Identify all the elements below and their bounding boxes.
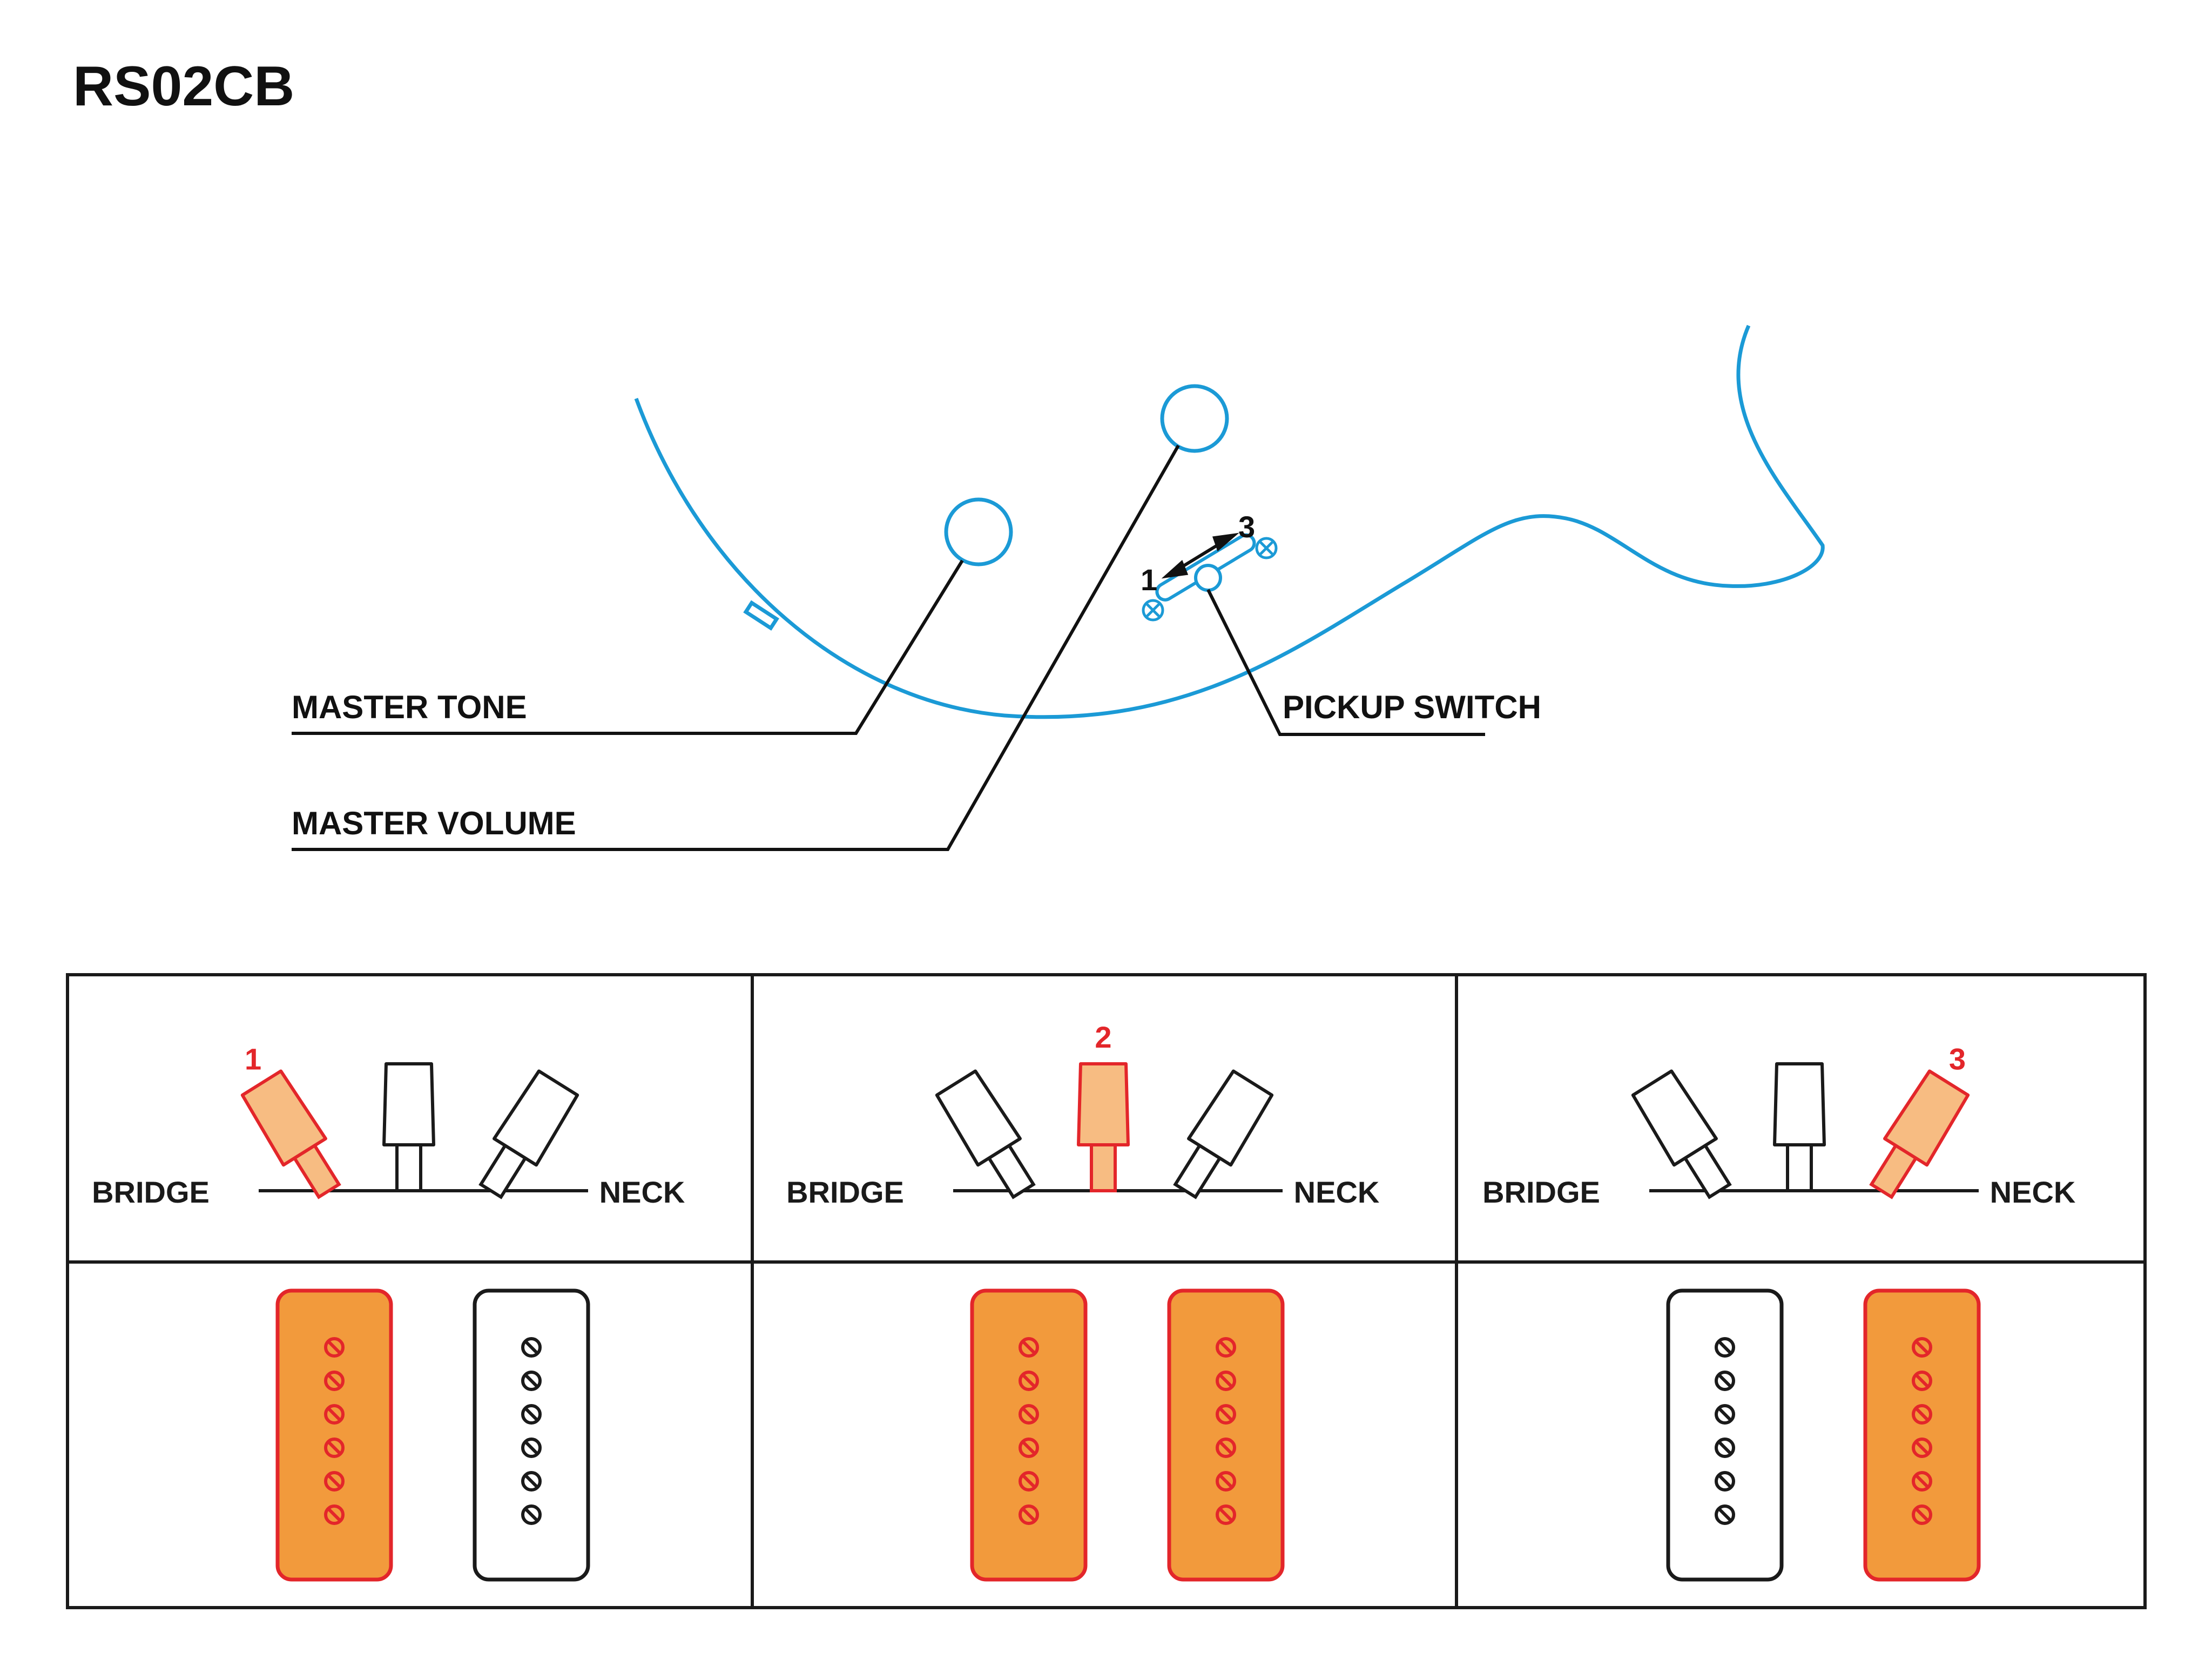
bridge-pickup-active xyxy=(275,1288,393,1582)
neck-label: NECK xyxy=(599,1175,685,1209)
switch-direction-arrow-icon xyxy=(1161,532,1239,579)
pole-screw-icon xyxy=(1216,1337,1236,1358)
pole-screw-icon xyxy=(1715,1371,1735,1391)
pole-screw-icon xyxy=(1216,1371,1236,1391)
position-number: 1 xyxy=(245,1042,261,1076)
neck-pickup xyxy=(473,1288,590,1582)
lever-icon xyxy=(478,1069,579,1199)
lever-icon xyxy=(1773,1062,1826,1192)
position-1-panel: BRIDGE NECK 1 xyxy=(92,1042,685,1582)
pole-screw-icon xyxy=(1216,1438,1236,1458)
pole-screw-icon xyxy=(521,1504,542,1525)
neck-label: NECK xyxy=(1990,1175,2076,1209)
pickup-switch-leader xyxy=(1206,589,1485,736)
pole-screw-icon xyxy=(324,1438,345,1458)
active-lever-icon: 3 xyxy=(1869,1042,1970,1199)
position-3-panel: BRIDGE NECK 3 xyxy=(1482,1042,2076,1582)
pole-screw-icon xyxy=(324,1371,345,1391)
neck-pickup-active xyxy=(1863,1288,1981,1582)
pole-screw-icon xyxy=(324,1337,345,1358)
pole-screw-icon xyxy=(1715,1438,1735,1458)
pole-screw-icon xyxy=(324,1504,345,1525)
switch-screw-icon xyxy=(1142,537,1278,622)
bridge-label: BRIDGE xyxy=(786,1175,904,1209)
pole-screw-icon xyxy=(1715,1404,1735,1425)
master-tone-label: MASTER TONE xyxy=(292,689,527,725)
pole-screw-icon xyxy=(1019,1337,1039,1358)
pole-screw-icon xyxy=(521,1438,542,1458)
pole-screw-icon xyxy=(1216,1504,1236,1525)
active-lever-icon: 1 xyxy=(240,1042,341,1199)
pole-screw-icon xyxy=(1019,1404,1039,1425)
bridge-label: BRIDGE xyxy=(1482,1175,1600,1209)
pickup-position-table xyxy=(66,973,2147,1609)
pole-screw-icon xyxy=(1912,1404,1932,1425)
position-number: 2 xyxy=(1095,1020,1111,1054)
lever-icon xyxy=(1173,1069,1274,1199)
pole-screw-icon xyxy=(1019,1371,1039,1391)
switch-position-1-label: 1 xyxy=(1141,563,1157,597)
pickup-switch-label: PICKUP SWITCH xyxy=(1283,689,1541,725)
pole-screw-icon xyxy=(1715,1337,1735,1358)
pole-screw-icon xyxy=(521,1404,542,1425)
switch-position-3-label: 3 xyxy=(1238,510,1255,544)
pole-screw-icon xyxy=(1715,1471,1735,1492)
pole-screw-icon xyxy=(1715,1504,1735,1525)
pole-screw-icon xyxy=(1019,1438,1039,1458)
master-volume-knob[interactable] xyxy=(1160,384,1229,453)
position-number: 3 xyxy=(1949,1042,1966,1076)
neck-pickup-active xyxy=(1167,1288,1285,1582)
pole-screw-icon xyxy=(1019,1471,1039,1492)
bridge-label: BRIDGE xyxy=(92,1175,210,1209)
master-volume-label: MASTER VOLUME xyxy=(292,805,576,841)
lever-icon xyxy=(382,1062,435,1192)
pole-screw-icon xyxy=(1216,1471,1236,1492)
pole-screw-icon xyxy=(324,1404,345,1425)
master-tone-knob[interactable] xyxy=(944,497,1013,566)
pole-screw-icon xyxy=(1912,1438,1932,1458)
master-volume-leader xyxy=(292,444,1180,851)
active-lever-icon: 2 xyxy=(1077,1020,1130,1192)
guitar-body-outline xyxy=(634,325,1825,719)
pole-screw-icon xyxy=(1216,1404,1236,1425)
master-tone-leader xyxy=(292,559,964,735)
pole-screw-icon xyxy=(1912,1471,1932,1492)
pole-screw-icon xyxy=(1019,1504,1039,1525)
pole-screw-icon xyxy=(1912,1371,1932,1391)
bridge-pickup-active xyxy=(970,1288,1088,1582)
position-2-panel: BRIDGE NECK 2 xyxy=(786,1020,1380,1582)
pole-screw-icon xyxy=(1912,1337,1932,1358)
pole-screw-icon xyxy=(521,1471,542,1492)
bridge-pickup xyxy=(1666,1288,1784,1582)
pole-screw-icon xyxy=(1912,1504,1932,1525)
lever-icon xyxy=(1631,1069,1732,1199)
lever-icon xyxy=(935,1069,1036,1199)
neck-label: NECK xyxy=(1294,1175,1380,1209)
pole-screw-icon xyxy=(521,1371,542,1391)
pole-screw-icon xyxy=(521,1337,542,1358)
page-title: RS02CB xyxy=(73,55,294,118)
pole-screw-icon xyxy=(324,1471,345,1492)
